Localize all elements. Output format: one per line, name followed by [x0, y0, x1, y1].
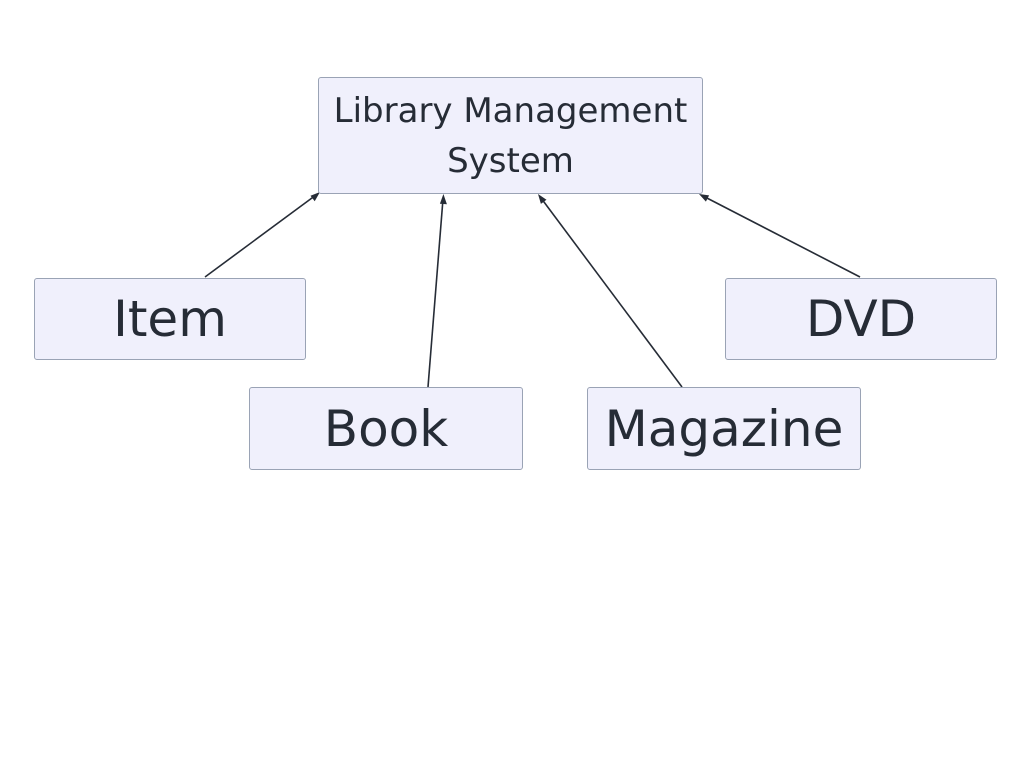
edge-dvd-arrowhead	[699, 194, 710, 202]
node-magazine-label: Magazine	[604, 399, 844, 458]
edge-book-to-root	[427, 194, 447, 388]
node-dvd: DVD	[725, 278, 997, 360]
node-library-management-system: Library Management System	[318, 77, 703, 194]
node-library-management-system-label: Library Management System	[333, 90, 688, 181]
node-magazine: Magazine	[587, 387, 861, 470]
edge-book-line	[427, 198, 444, 388]
node-book: Book	[249, 387, 523, 470]
node-item-label: Item	[113, 290, 227, 348]
edge-book-arrowhead	[439, 194, 447, 205]
node-book-label: Book	[323, 399, 449, 458]
edge-magazine-arrowhead	[538, 194, 547, 204]
node-item: Item	[34, 278, 306, 360]
edge-item-to-root	[204, 192, 320, 278]
edge-dvd-to-root	[699, 194, 861, 278]
edge-item-arrowhead	[310, 192, 320, 202]
edge-item-line	[204, 194, 317, 278]
edge-dvd-line	[702, 195, 861, 278]
edge-magazine-to-root	[538, 194, 683, 388]
edge-magazine-line	[540, 197, 683, 388]
node-dvd-label: DVD	[805, 290, 917, 348]
